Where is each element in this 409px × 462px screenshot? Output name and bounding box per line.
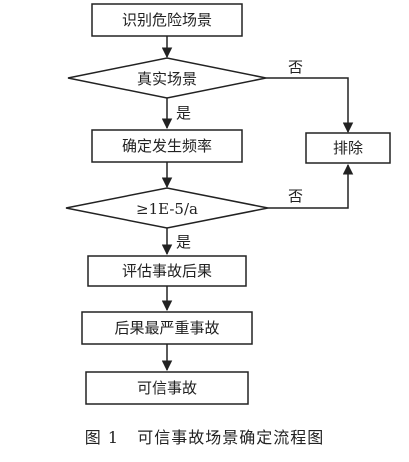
label-yes-2: 是 [176, 233, 191, 251]
node-threshold-label: ≥1E-5/a [136, 200, 198, 218]
node-identify-label: 识别危险场景 [122, 11, 212, 29]
node-identify: 识别危险场景 [91, 3, 243, 37]
edge-threshold-exclude [268, 163, 354, 209]
node-threshold: ≥1E-5/a [65, 187, 269, 229]
node-evaluate: 评估事故后果 [87, 255, 247, 287]
label-no-1: 否 [288, 58, 303, 76]
node-evaluate-label: 评估事故后果 [122, 262, 212, 280]
node-most-severe-label: 后果最严重事故 [114, 319, 219, 337]
label-yes-1: 是 [176, 104, 191, 122]
node-real-scene: 真实场景 [67, 57, 267, 99]
node-credible: 可信事故 [85, 371, 249, 405]
edge-real-exclude [266, 77, 354, 134]
node-credible-label: 可信事故 [137, 379, 197, 397]
label-no-2: 否 [288, 187, 303, 205]
figure-caption: 图 1 可信事故场景确定流程图 [84, 428, 325, 447]
node-exclude: 排除 [305, 132, 391, 164]
node-determine-frequency-label: 确定发生频率 [122, 137, 212, 155]
node-exclude-label: 排除 [333, 139, 363, 157]
node-determine-frequency: 确定发生频率 [91, 129, 243, 163]
node-real-scene-label: 真实场景 [137, 70, 197, 88]
node-most-severe: 后果最严重事故 [81, 311, 253, 345]
